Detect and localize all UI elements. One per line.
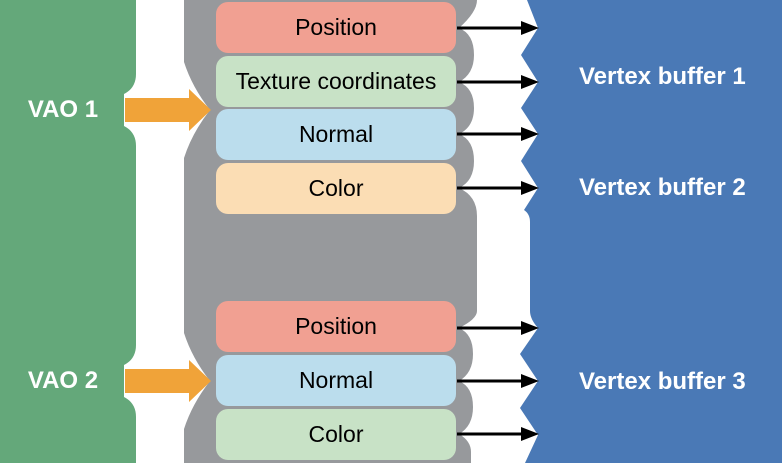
buffer-arrow-normal-2: [457, 374, 539, 388]
attribute-box-texture-coordinates: Texture coordinates: [216, 56, 456, 107]
arrow-head-icon: [521, 75, 539, 89]
vao1-label: VAO 1: [27, 96, 99, 123]
attribute-box-position-2: Position: [216, 301, 456, 352]
vertex-buffer-1-label: Vertex buffer 1: [579, 63, 746, 90]
vao1-arrow-icon: [125, 89, 211, 131]
buffer-arrow-texcoords: [457, 75, 539, 89]
vertex-buffer-2-label: Vertex buffer 2: [579, 174, 746, 201]
vao-panel-shape: [0, 0, 136, 463]
attribute-box-color-2: Color: [216, 409, 456, 460]
attribute-box-position-1: Position: [216, 2, 456, 53]
attribute-box-normal-2: Normal: [216, 355, 456, 406]
vao2-label: VAO 2: [27, 367, 99, 394]
arrow-head-icon: [521, 127, 539, 141]
arrow-head-icon: [521, 321, 539, 335]
attribute-box-normal-1: Normal: [216, 109, 456, 160]
arrow-head-icon: [521, 427, 539, 441]
buffer-arrow-position-2: [457, 321, 539, 335]
buffer-arrow-position-1: [457, 21, 539, 35]
buffer-arrow-color-1: [457, 181, 539, 195]
arrow-head-icon: [521, 181, 539, 195]
buffer-arrow-normal-1: [457, 127, 539, 141]
buffer-arrow-color-2: [457, 427, 539, 441]
attribute-box-color-1: Color: [216, 163, 456, 214]
arrow-head-icon: [521, 21, 539, 35]
arrow-head-icon: [521, 374, 539, 388]
vao2-arrow-icon: [125, 360, 211, 402]
vertex-buffer-3-label: Vertex buffer 3: [579, 368, 746, 395]
buffer-panel-shape: [520, 0, 782, 463]
